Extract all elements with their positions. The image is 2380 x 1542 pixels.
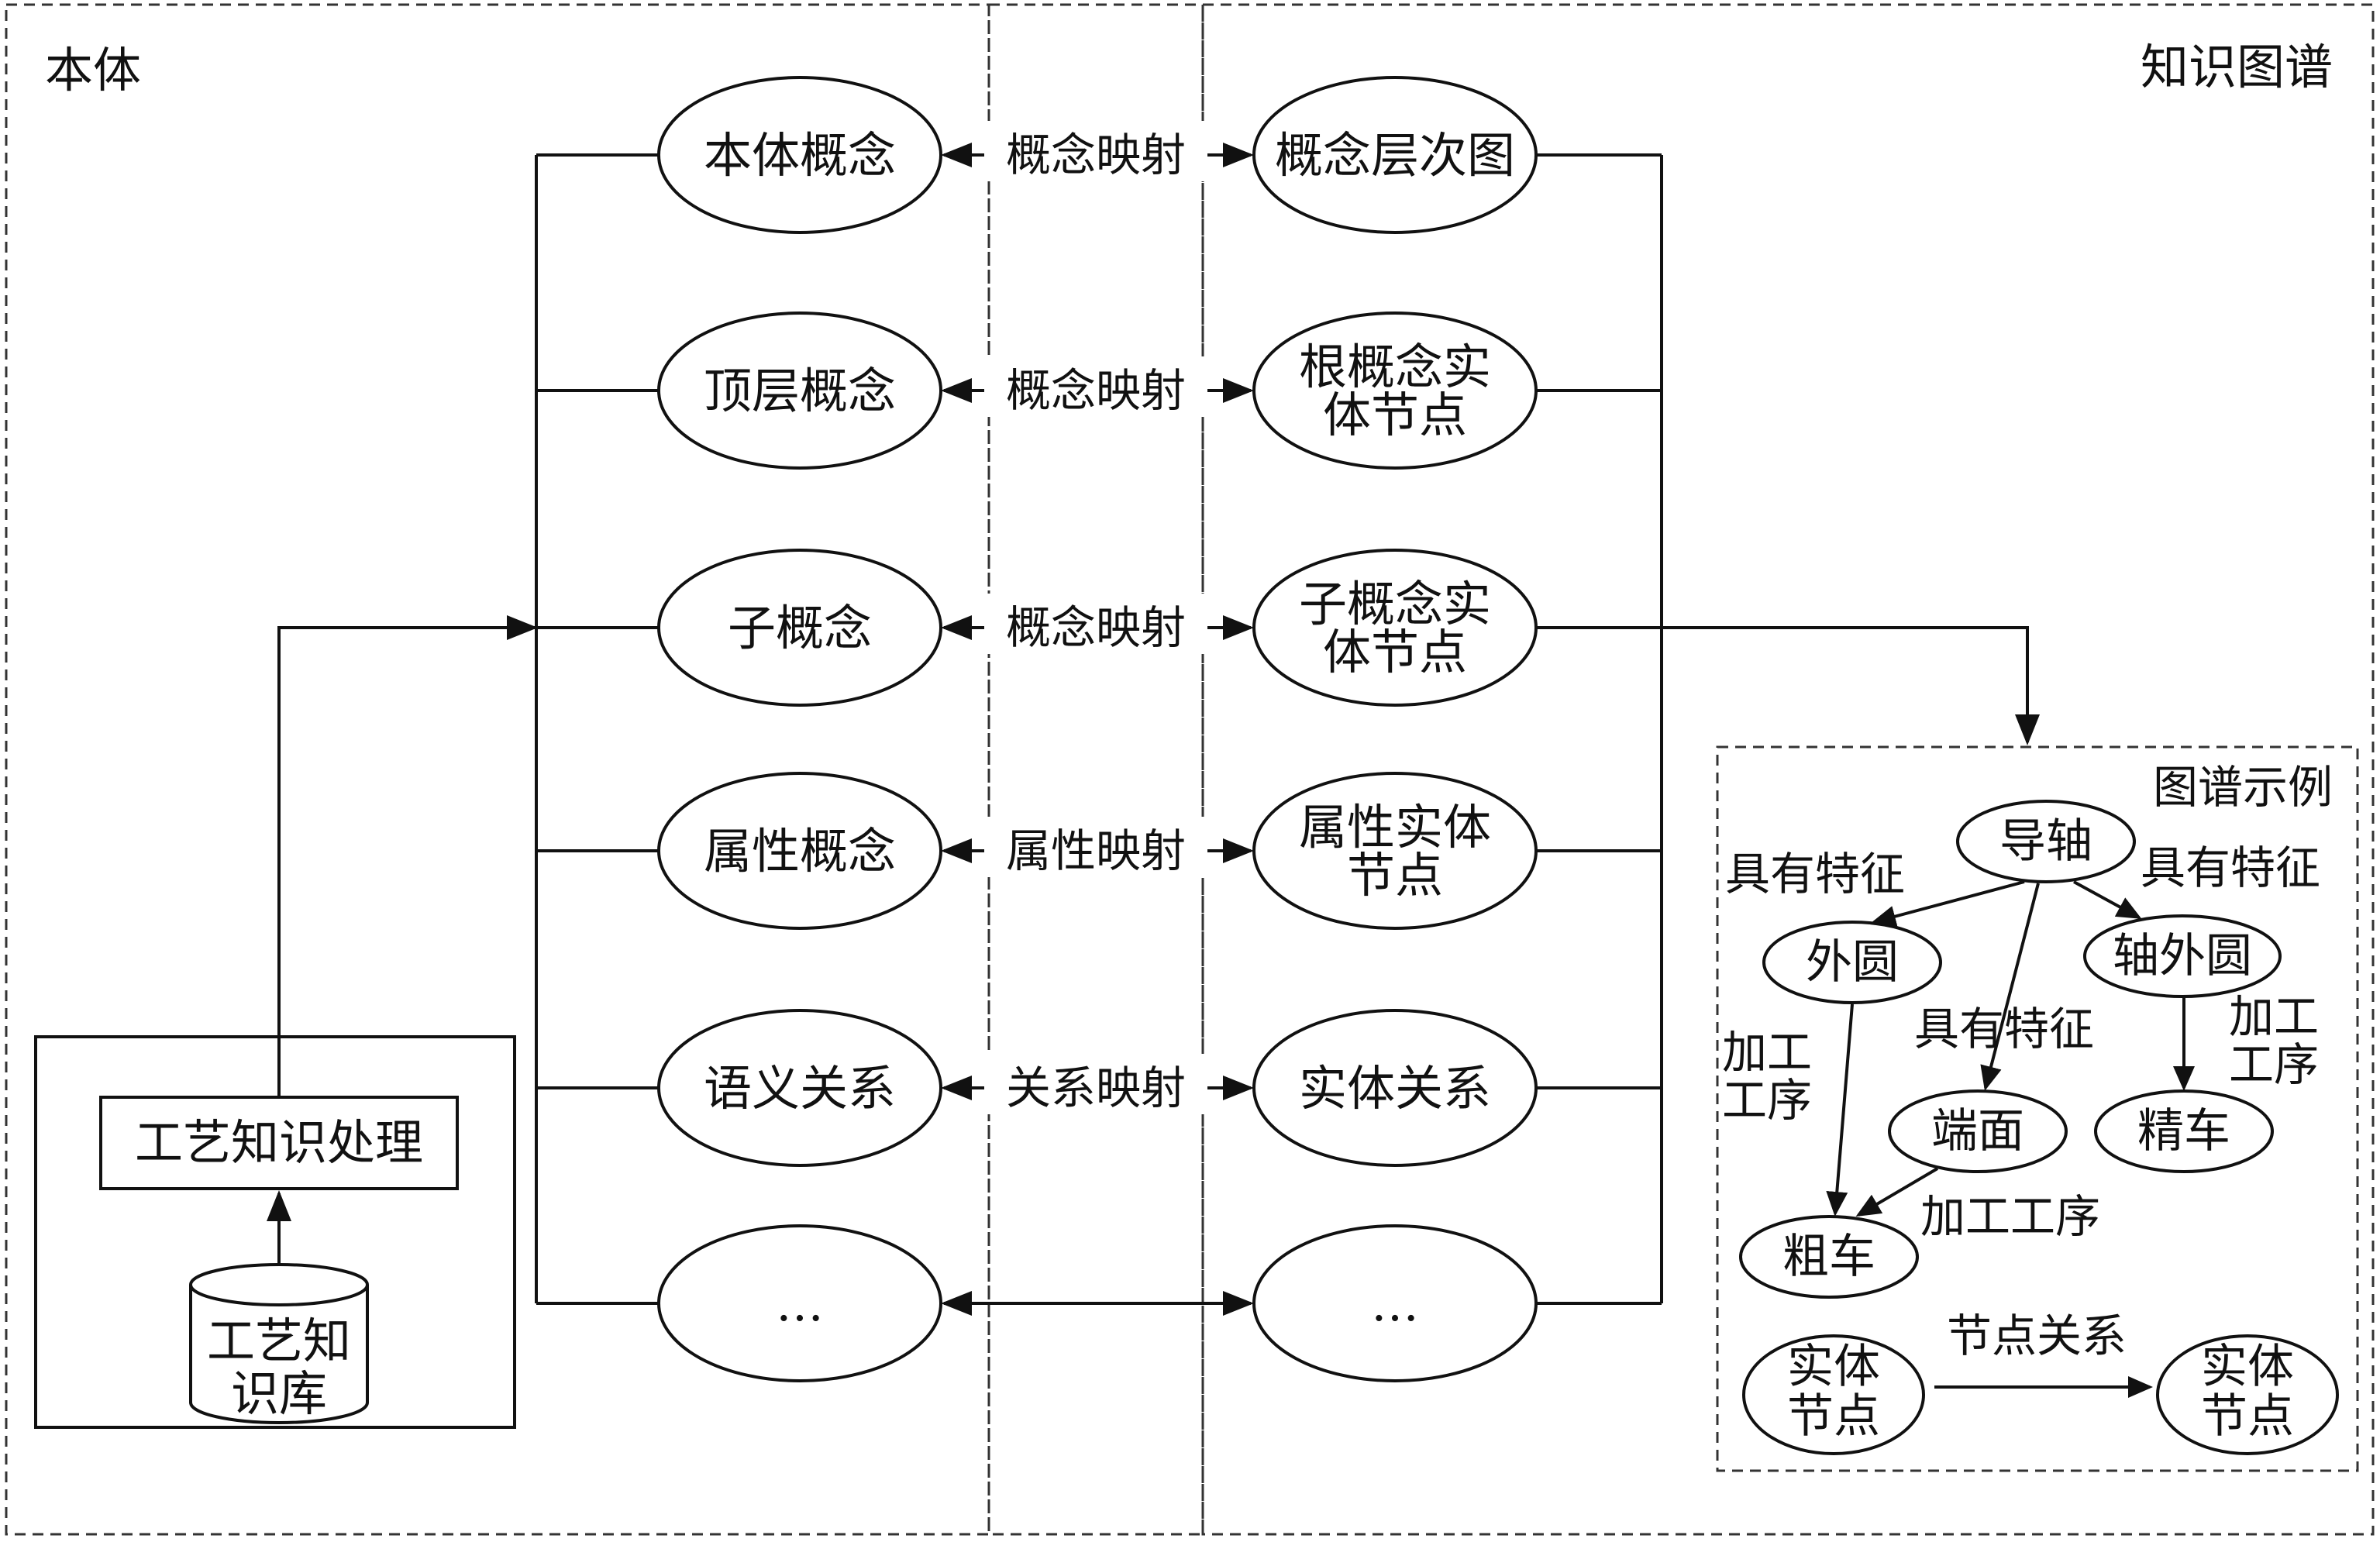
legend-entity-node-left: 实体 节点: [1742, 1334, 1925, 1455]
mapping-region: [987, 3, 1204, 1536]
mapping-label-bg: [984, 356, 1207, 417]
node-label-line: 语义关系: [704, 1060, 896, 1117]
legend-entity-node-right: 实体 节点: [2156, 1334, 2339, 1455]
kg-to-example-arrow: [1662, 626, 2040, 745]
ontology-node-4: 语义关系: [657, 1009, 942, 1167]
svg-text:节点: 节点: [2201, 1389, 2294, 1444]
example-node-cuche: 粗车: [1739, 1215, 1919, 1299]
database-label-line1: 工艺知: [207, 1313, 351, 1369]
legend-relation-label: 节点关系: [1947, 1310, 2127, 1362]
svg-text:精车: 精车: [2137, 1104, 2230, 1158]
mapping-label-bg: [984, 1054, 1207, 1114]
node-label-line: 概念层次图: [1275, 127, 1515, 184]
edge-label-process-right-1: 加工: [2229, 990, 2319, 1043]
node-label-line: 节点: [1347, 847, 1443, 904]
source-frame: [34, 1035, 516, 1429]
mapping-label-2: 概念映射: [1006, 601, 1186, 654]
mapping-label-bg: [984, 594, 1207, 654]
edge-label-feature-left: 具有特征: [1725, 848, 1905, 900]
node-label-line: …: [776, 1275, 824, 1332]
kg-region-label: 知识图谱: [2141, 39, 2333, 95]
svg-text:轴外圆: 轴外圆: [2113, 929, 2252, 983]
example-frame: [1716, 745, 2359, 1472]
mapping-label-3: 属性映射: [1006, 824, 1186, 877]
process-label: 工艺知识处理: [135, 1114, 423, 1171]
node-label-line: 属性实体: [1299, 799, 1491, 855]
mapping-label-bg: [984, 817, 1207, 877]
node-label-line: 体节点: [1323, 387, 1467, 443]
ontology-node-1: 顶层概念: [657, 311, 942, 470]
example-node-zhouwaiyuan: 轴外圆: [2083, 914, 2282, 998]
edge-label-feature-right: 具有特征: [2141, 842, 2320, 894]
ontology-node-3: 属性概念: [657, 772, 942, 930]
example-node-waiyuan: 外圆: [1762, 921, 1942, 1004]
node-label-line: 属性概念: [704, 823, 896, 879]
node-label-line: 本体概念: [704, 127, 896, 184]
svg-text:导轴: 导轴: [1999, 814, 2092, 869]
mapping-label-1: 概念映射: [1006, 364, 1186, 417]
example-title: 图谱示例: [2153, 761, 2333, 814]
example-node-jingche: 精车: [2094, 1089, 2274, 1173]
mapping-label-4: 关系映射: [1006, 1062, 1186, 1114]
kg-node-4: 实体关系: [1252, 1009, 1538, 1167]
node-label-line: 实体关系: [1299, 1060, 1491, 1117]
edge-label-feature-mid: 具有特征: [1914, 1003, 2094, 1055]
database-icon: [189, 1263, 369, 1424]
edge-waiyuan-cuche: [1826, 1003, 1854, 1217]
node-label-line: 子概念实: [1299, 576, 1491, 632]
ontology-region-label: 本体: [45, 42, 141, 98]
edge-label-process-left-1: 加工: [1722, 1026, 1812, 1079]
ontology-node-5: …: [657, 1224, 942, 1382]
edge-label-process-right-2: 工序: [2229, 1038, 2319, 1091]
kg-region: [1201, 3, 2375, 1536]
process-to-ontology-line: [277, 615, 538, 1097]
example-node-duanmian: 端面: [1888, 1089, 2068, 1173]
database-label-line2: 识库: [231, 1365, 327, 1422]
edge-daozhou-waiyuan: [1871, 880, 2025, 928]
mapping-label-0: 概念映射: [1006, 129, 1186, 181]
example-node-daozhou: 导轴: [1956, 800, 2136, 883]
ontology-node-2: 子概念: [657, 549, 942, 707]
ontology-node-0: 本体概念: [657, 76, 942, 234]
edge-label-process-left-2: 工序: [1722, 1074, 1812, 1127]
kg-node-5: …: [1252, 1224, 1538, 1382]
edge-daozhou-duanmian: [1980, 883, 2040, 1091]
mapping-label-bg: [984, 121, 1207, 181]
svg-text:实体: 实体: [1787, 1340, 1880, 1394]
process-box: [99, 1096, 459, 1190]
svg-text:端面: 端面: [1931, 1104, 2024, 1158]
edge-label-process-bottom: 加工工序: [1920, 1190, 2100, 1243]
svg-text:粗车: 粗车: [1782, 1230, 1875, 1284]
edge-daozhou-zhouwaiyuan: [2073, 880, 2142, 919]
node-label-line: 顶层概念: [704, 363, 896, 419]
ontology-region: [5, 3, 990, 1536]
edge-duanmian-cuche: [1855, 1167, 1939, 1217]
node-label-line: 子概念: [728, 600, 872, 656]
kg-node-0: 概念层次图: [1252, 76, 1538, 234]
node-label-line: 根概念实: [1299, 339, 1491, 395]
node-label-line: …: [1371, 1275, 1419, 1332]
node-label-line: 体节点: [1323, 624, 1467, 680]
svg-text:实体: 实体: [2201, 1340, 2294, 1394]
svg-text:节点: 节点: [1787, 1389, 1880, 1444]
svg-text:外圆: 外圆: [1806, 935, 1899, 990]
